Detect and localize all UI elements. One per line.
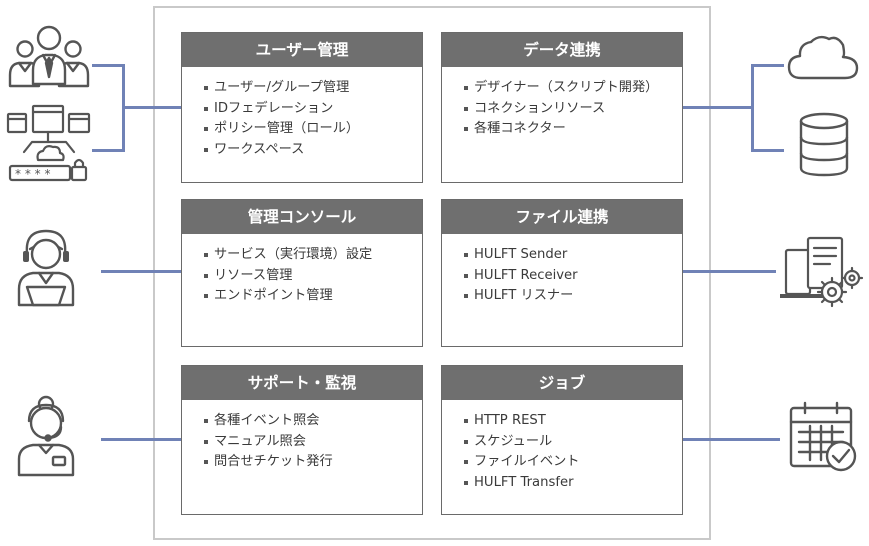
card-items: サービス（実行環境）設定 リソース管理 エンドポイント管理 xyxy=(182,234,422,307)
card-data-integration: データ連携 デザイナー（スクリプト開発） コネクションリソース 各種コネクター xyxy=(441,32,683,183)
connector-line xyxy=(683,106,753,109)
server-gear-icon xyxy=(780,234,866,314)
list-item: ワークスペース xyxy=(204,140,422,161)
card-title: サポート・監視 xyxy=(182,366,422,400)
list-item: HULFT Transfer xyxy=(464,473,682,494)
list-item: デザイナー（スクリプト開発） xyxy=(464,78,682,99)
connector-line xyxy=(751,149,784,152)
connector-line xyxy=(101,270,181,273)
card-title: 管理コンソール xyxy=(182,200,422,234)
connector-line xyxy=(683,270,776,273)
list-item: IDフェデレーション xyxy=(204,99,422,120)
list-item: HULFT リスナー xyxy=(464,286,682,307)
list-item: HULFT Receiver xyxy=(464,266,682,287)
list-item: スケジュール xyxy=(464,432,682,453)
cloud-icon xyxy=(787,33,859,81)
platform-frame xyxy=(153,6,711,540)
user-group-icon xyxy=(5,22,93,92)
operator-laptop-icon xyxy=(15,227,77,309)
card-title: データ連携 xyxy=(442,33,682,67)
list-item: ポリシー管理（ロール） xyxy=(204,119,422,140)
card-job: ジョブ HTTP REST スケジュール ファイルイベント HULFT Tran… xyxy=(441,365,683,515)
card-title: ファイル連携 xyxy=(442,200,682,234)
svg-text:* * * *: * * * * xyxy=(15,167,50,181)
database-icon xyxy=(797,111,851,179)
list-item: マニュアル照会 xyxy=(204,432,422,453)
card-items: HTTP REST スケジュール ファイルイベント HULFT Transfer xyxy=(442,400,682,493)
support-headset-icon xyxy=(15,393,77,479)
list-item: 問合せチケット発行 xyxy=(204,452,422,473)
list-item: HTTP REST xyxy=(464,411,682,432)
list-item: サービス（実行環境）設定 xyxy=(204,245,422,266)
card-items: ユーザー/グループ管理 IDフェデレーション ポリシー管理（ロール） ワークスペ… xyxy=(182,67,422,160)
connector-line xyxy=(92,149,125,152)
calendar-check-icon xyxy=(787,400,859,474)
list-item: 各種コネクター xyxy=(464,119,682,140)
list-item: コネクションリソース xyxy=(464,99,682,120)
card-file-integration: ファイル連携 HULFT Sender HULFT Receiver HULFT… xyxy=(441,199,683,347)
list-item: HULFT Sender xyxy=(464,245,682,266)
card-user-management: ユーザー管理 ユーザー/グループ管理 IDフェデレーション ポリシー管理（ロール… xyxy=(181,32,423,183)
web-login-password-icon: * * * * xyxy=(6,104,92,184)
connector-line xyxy=(92,64,125,67)
connector-line xyxy=(751,64,784,67)
list-item: ファイルイベント xyxy=(464,452,682,473)
list-item: エンドポイント管理 xyxy=(204,286,422,307)
list-item: リソース管理 xyxy=(204,266,422,287)
card-items: デザイナー（スクリプト開発） コネクションリソース 各種コネクター xyxy=(442,67,682,140)
connector-line xyxy=(122,106,181,109)
connector-line xyxy=(101,438,181,441)
card-support-monitoring: サポート・監視 各種イベント照会 マニュアル照会 問合せチケット発行 xyxy=(181,365,423,515)
card-title: ユーザー管理 xyxy=(182,33,422,67)
list-item: 各種イベント照会 xyxy=(204,411,422,432)
connector-line xyxy=(683,438,780,441)
card-title: ジョブ xyxy=(442,366,682,400)
card-items: 各種イベント照会 マニュアル照会 問合せチケット発行 xyxy=(182,400,422,473)
card-admin-console: 管理コンソール サービス（実行環境）設定 リソース管理 エンドポイント管理 xyxy=(181,199,423,347)
card-items: HULFT Sender HULFT Receiver HULFT リスナー xyxy=(442,234,682,307)
connector-line xyxy=(751,64,754,152)
list-item: ユーザー/グループ管理 xyxy=(204,78,422,99)
